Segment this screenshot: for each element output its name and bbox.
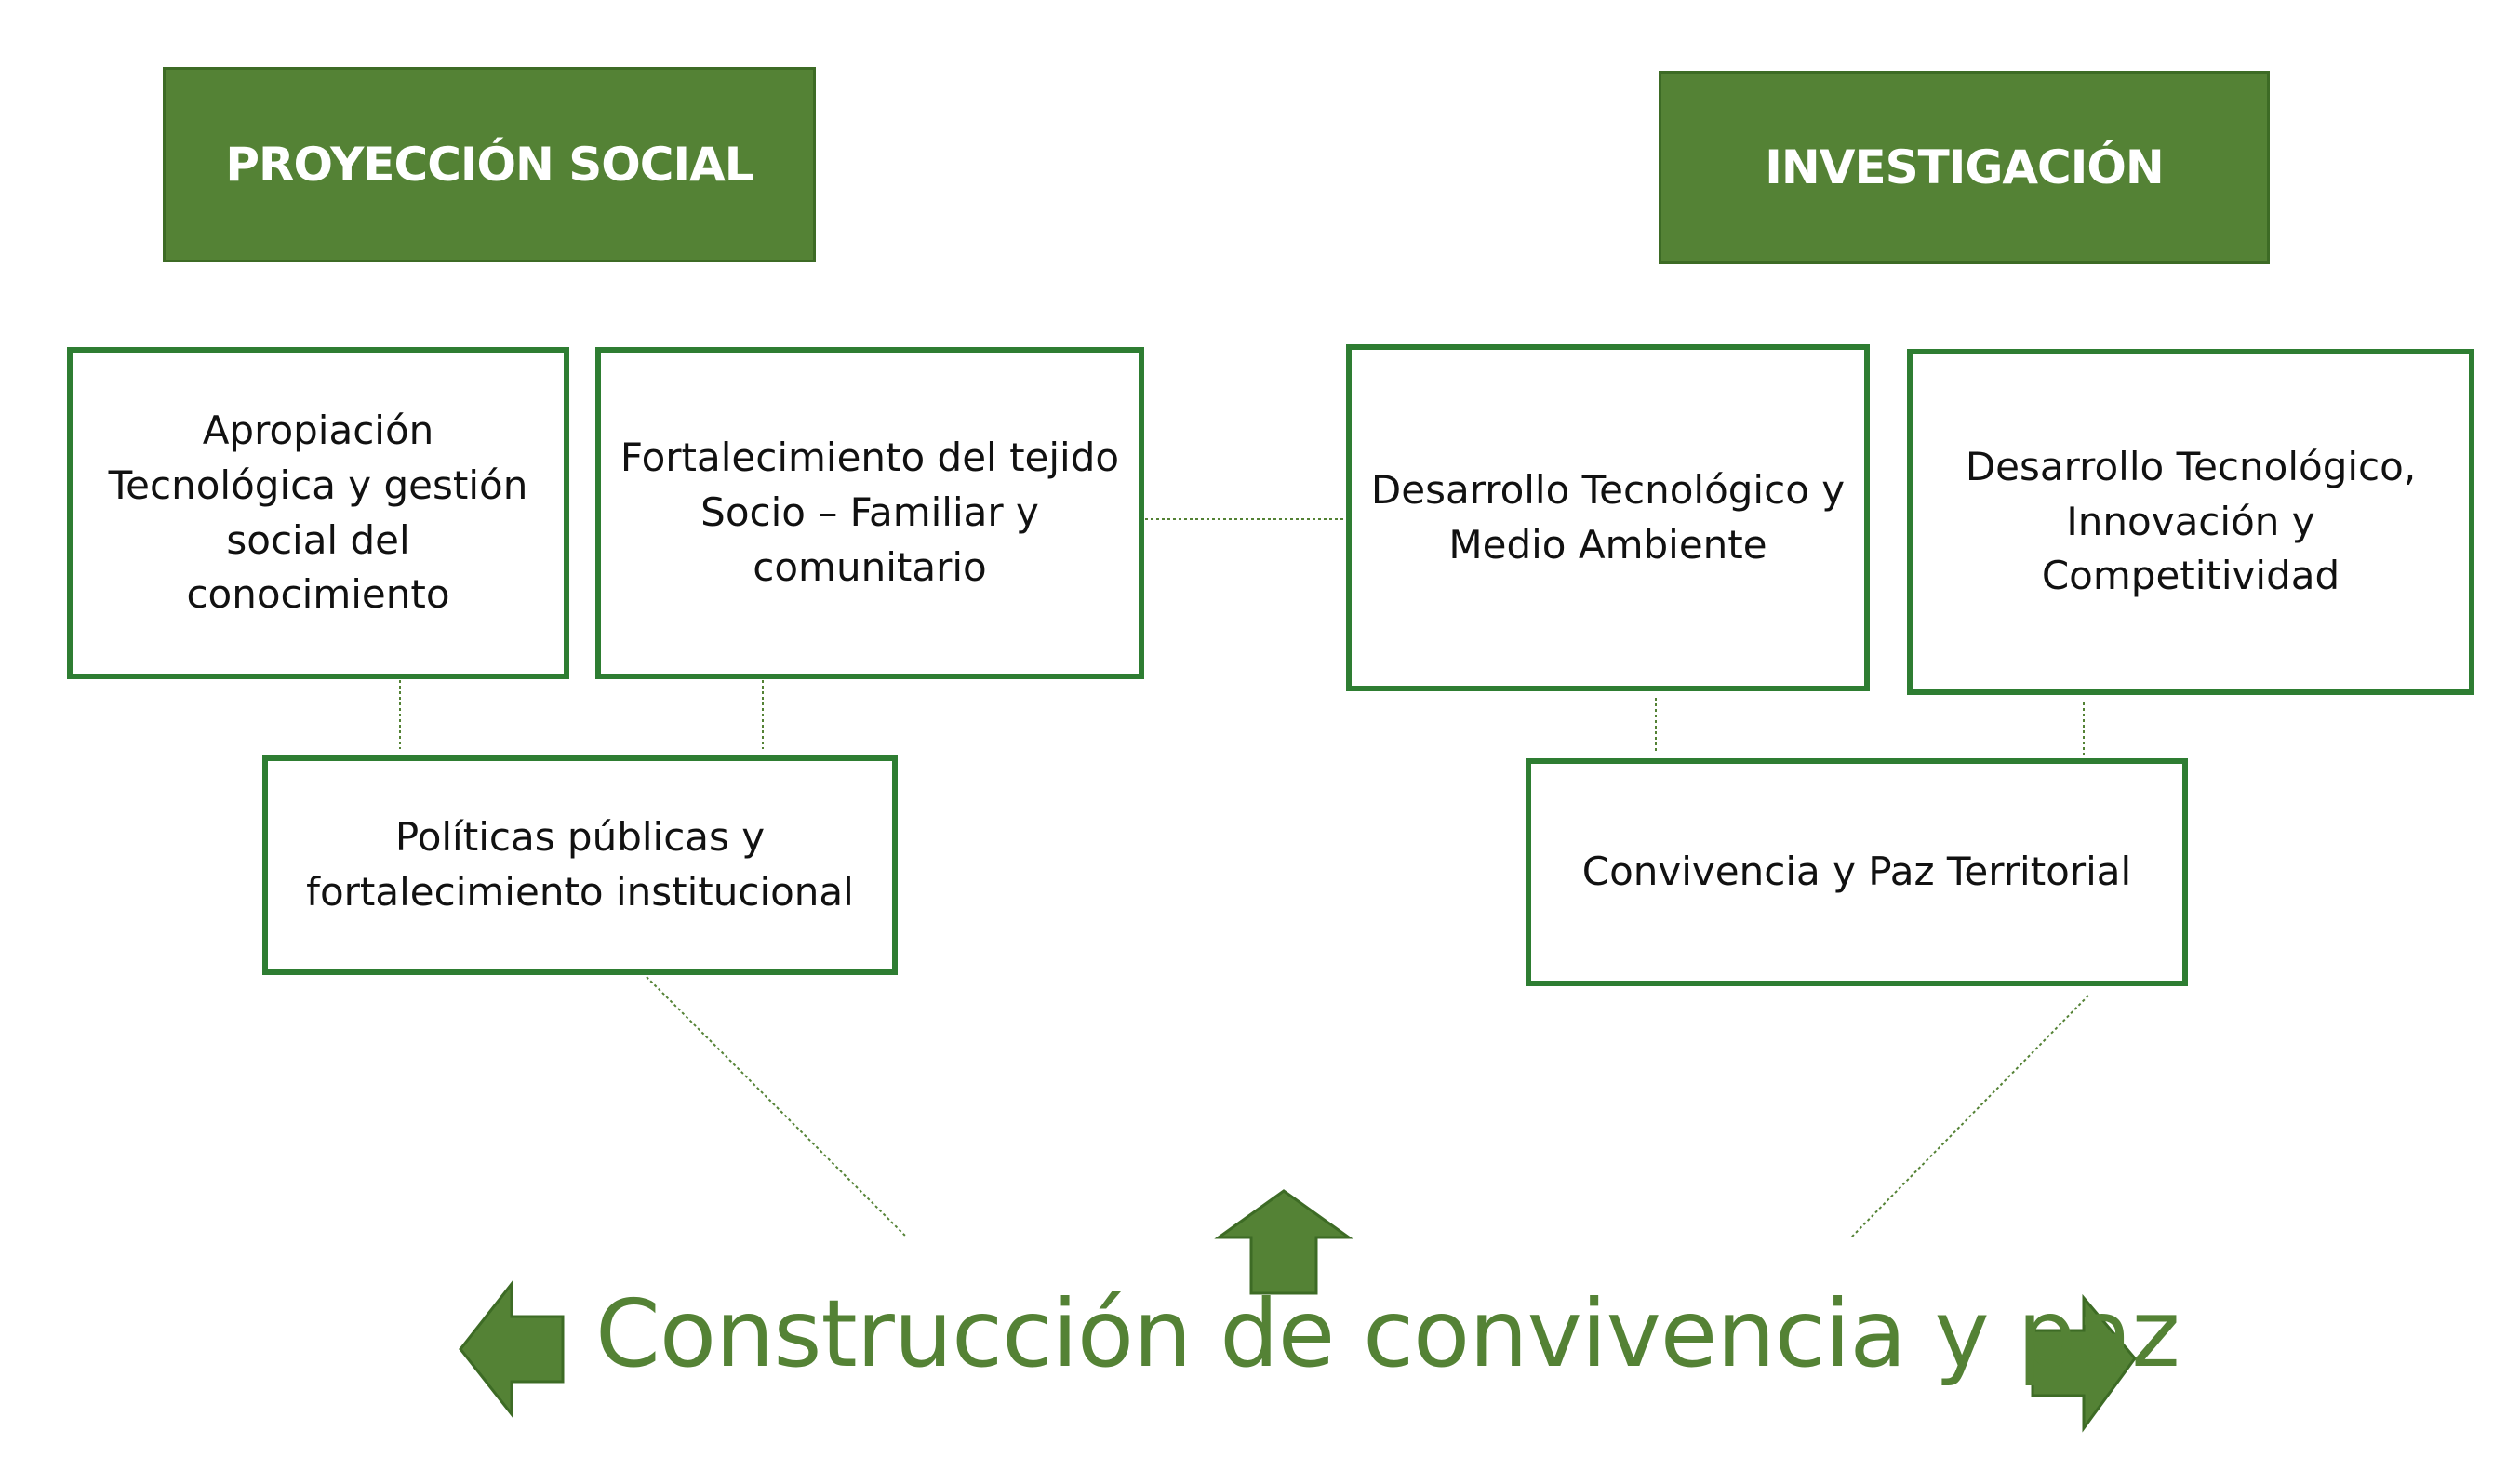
header-investigacion: INVESTIGACIÓN [1659, 71, 2270, 264]
header-investigacion-label: INVESTIGACIÓN [1765, 140, 2164, 194]
box-fortalecimiento-tejido: Fortalecimiento del tejido Socio – Famil… [595, 347, 1144, 679]
bottom-label: Construcción de convivencia y paz [595, 1279, 2180, 1388]
box-politicas-publicas: Políticas públicas y fortalecimiento ins… [262, 755, 898, 975]
box-desarrollo-innovacion: Desarrollo Tecnológico, Innovación y Com… [1907, 349, 2474, 695]
connector-line [646, 976, 908, 1238]
box-fortalecimiento-tejido-label: Fortalecimiento del tejido Socio – Famil… [620, 435, 1120, 590]
connector-line [1850, 995, 2089, 1238]
arrow-left-icon [459, 1279, 565, 1419]
header-proyeccion-social-label: PROYECCIÓN SOCIAL [225, 138, 753, 192]
header-proyeccion-social: PROYECCIÓN SOCIAL [163, 67, 816, 262]
box-convivencia-paz: Convivencia y Paz Territorial [1526, 758, 2188, 986]
box-politicas-publicas-label: Políticas públicas y fortalecimiento ins… [306, 814, 854, 915]
arrow-up-icon [1214, 1189, 1353, 1295]
box-apropiacion-tecnologica-label: Apropiación Tecnológica y gestión social… [108, 407, 528, 618]
box-apropiacion-tecnologica: Apropiación Tecnológica y gestión social… [67, 347, 569, 679]
box-desarrollo-medio-ambiente: Desarrollo Tecnológico y Medio Ambiente [1346, 344, 1870, 691]
arrow-right-icon [2031, 1293, 2137, 1433]
box-desarrollo-medio-ambiente-label: Desarrollo Tecnológico y Medio Ambiente [1370, 466, 1846, 568]
box-desarrollo-innovacion-label: Desarrollo Tecnológico, Innovación y Com… [1965, 443, 2417, 599]
box-convivencia-paz-label: Convivencia y Paz Territorial [1581, 849, 2132, 895]
